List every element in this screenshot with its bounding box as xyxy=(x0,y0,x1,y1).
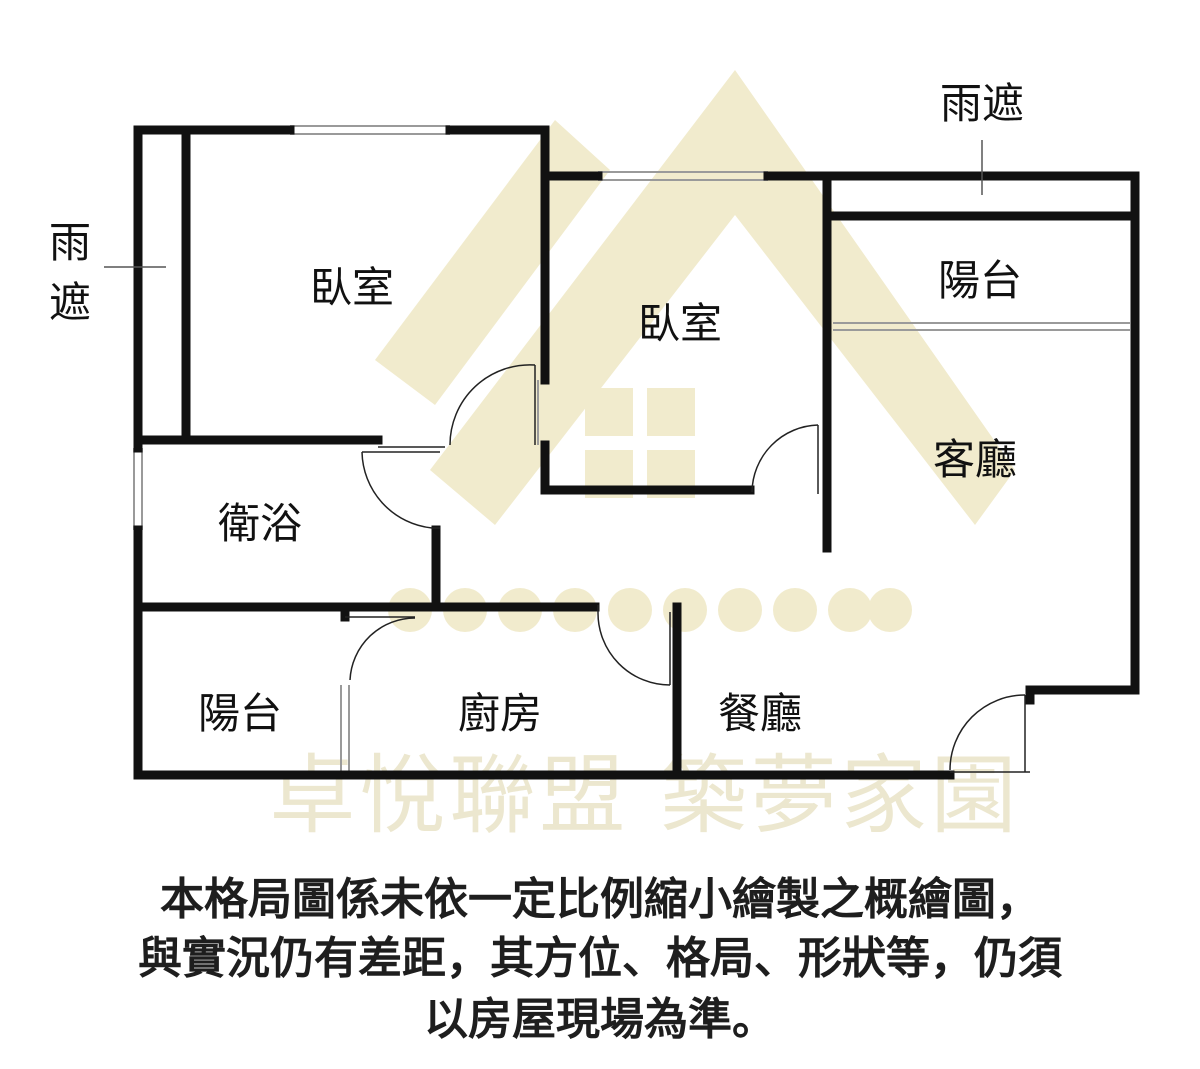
window-bedroom-2 xyxy=(598,171,768,181)
floor-plan: 卓悅聯盟 築夢家園 xyxy=(49,70,1140,846)
door-entrance xyxy=(949,694,1030,773)
watermark-roof-shape xyxy=(430,70,1015,525)
room-label-balcony-bottom: 陽台 xyxy=(198,689,282,738)
watermark-dot xyxy=(718,588,762,632)
watermark-dot xyxy=(773,588,817,632)
room-label-bedroom-1: 臥室 xyxy=(310,263,394,312)
door-bathroom xyxy=(361,451,440,529)
doors xyxy=(345,364,1030,773)
disclaimer-line-1: 本格局圖係未依一定比例縮小繪製之概繪圖， xyxy=(160,874,1040,925)
label-canopy-left-2: 遮 xyxy=(49,278,91,327)
door-bedroom-2 xyxy=(751,424,819,494)
room-label-dining-room: 餐廳 xyxy=(718,689,802,738)
walls xyxy=(133,125,1140,780)
window-balcony-living xyxy=(833,322,1130,331)
window-kitchen xyxy=(340,685,350,772)
watermark-dot xyxy=(828,588,872,632)
watermark-text: 卓悅聯盟 築夢家園 xyxy=(269,746,1020,846)
room-label-kitchen: 廚房 xyxy=(458,689,542,738)
watermark-dot xyxy=(868,588,912,632)
room-label-bedroom-2: 臥室 xyxy=(638,299,722,348)
house-logo-watermark xyxy=(375,70,1015,632)
label-canopy-left-1: 雨 xyxy=(49,218,91,267)
watermark-roof-left-shape xyxy=(375,120,610,405)
callout-lines xyxy=(104,140,983,268)
room-label-balcony-top: 陽台 xyxy=(938,256,1022,305)
room-label-bathroom: 衛浴 xyxy=(218,499,302,548)
disclaimer-line-2: 與實況仍有差距，其方位、格局、形狀等，仍須 xyxy=(138,933,1062,984)
watermark-window-pane xyxy=(585,388,633,436)
disclaimer-line-3: 以房屋現場為準。 xyxy=(424,994,776,1045)
label-canopy-top: 雨遮 xyxy=(940,79,1024,128)
room-label-living-room: 客廳 xyxy=(933,435,1017,484)
window-bedroom-1 xyxy=(290,125,450,135)
door-kitchen xyxy=(597,605,671,686)
windows xyxy=(133,125,1130,772)
door-bedroom-1 xyxy=(378,364,536,448)
window-bathroom xyxy=(133,448,143,530)
door-balcony-bottom xyxy=(345,616,416,681)
watermark-dot xyxy=(608,588,652,632)
watermark-window-pane xyxy=(647,388,695,436)
